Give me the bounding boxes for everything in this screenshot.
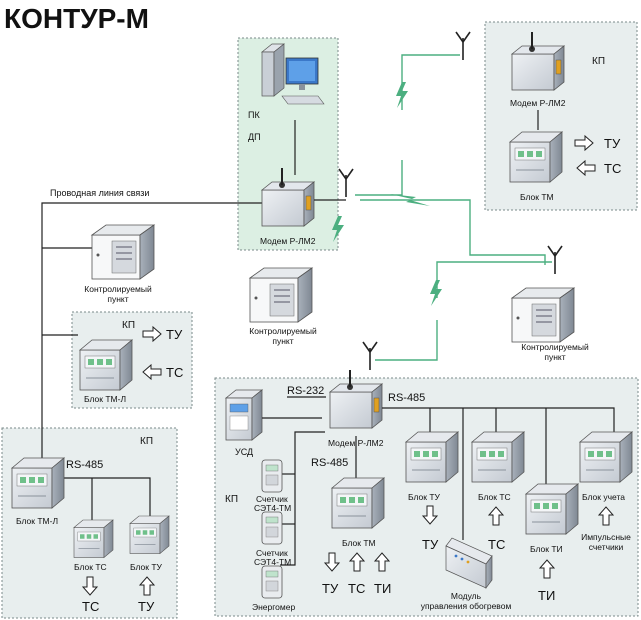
block-tml-bottom-left — [11, 457, 65, 509]
usd-label: УСД — [235, 447, 253, 457]
usd-cabinet — [224, 389, 264, 441]
pc-icon — [261, 43, 325, 105]
signal-tu-label: ТУ — [422, 537, 439, 552]
signal-tu-label: ТУ — [138, 599, 155, 614]
signal-ts-label: ТС — [488, 537, 505, 552]
block-ti-bottom-right-label: Блок ТИ — [530, 544, 563, 554]
signal-ts-label: ТС — [166, 365, 183, 380]
block-tu-bottom-right — [405, 431, 459, 483]
block-tml-mid-left — [79, 339, 133, 391]
impulse-meters-label-line2: счетчики — [589, 542, 624, 552]
meter1-label-line2: СЭТ4-ТМ — [254, 503, 291, 513]
antenna-icon — [362, 341, 378, 371]
block-ts-bottom-left — [73, 519, 114, 558]
block-ts-bottom-left-label: Блок ТС — [74, 562, 107, 572]
block-ts-bottom-right-label: Блок ТС — [478, 492, 511, 502]
rs485-label: RS-485 — [66, 459, 103, 471]
impulse-meters-label-line1: Импульсные — [581, 532, 631, 542]
block-tm-top-right-label: Блок ТМ — [520, 192, 554, 202]
controlled-point-label-line2: пункт — [272, 336, 293, 346]
controlled-point-label-line1: Контролируемый — [84, 284, 152, 294]
signal-ts-label: ТС — [348, 581, 365, 596]
meter-set4tm — [261, 459, 283, 493]
kp-bottom-right-label: КП — [225, 494, 238, 505]
antenna-icon — [338, 168, 354, 198]
block-tm-top-right — [509, 131, 563, 183]
rs485-bus-right — [280, 407, 615, 566]
controlled-point-cabinet — [249, 267, 313, 323]
modem-top-right-label: Модем Р-ЛМ2 — [510, 98, 566, 108]
block-tm-bottom-right-label: Блок ТМ — [342, 538, 376, 548]
wired-lines — [41, 120, 296, 462]
heating-module — [445, 537, 493, 590]
controlled-point-label-line1: Контролируемый — [521, 342, 589, 352]
block-uchet-label: Блок учета — [582, 492, 625, 502]
block-tu-bottom-left-label: Блок ТУ — [130, 562, 163, 572]
block-ts-bottom-right — [471, 431, 525, 483]
heating-module-label-line2: управления обогревом — [421, 601, 512, 611]
energomer-label: Энергомер — [252, 602, 295, 612]
block-tm-bottom-right — [331, 477, 385, 529]
kp-top-right-label: КП — [592, 56, 605, 67]
diagram-title: КОНТУР-М — [4, 3, 149, 34]
signal-ti-label: ТИ — [374, 581, 391, 596]
heating-module-label-line1: Модуль — [451, 591, 482, 601]
meter1-label-line1: Счетчик — [256, 494, 288, 504]
controlled-point-cabinet — [511, 287, 575, 343]
meter2-label-line1: Счетчик — [256, 548, 288, 558]
signal-ti-label: ТИ — [538, 588, 555, 603]
modem-dp-label: Модем Р-ЛМ2 — [260, 236, 316, 246]
rs232-label: RS-232 — [287, 385, 324, 397]
wired-line-label: Проводная линия связи — [50, 188, 149, 198]
rs485-label-2: RS-485 — [311, 457, 348, 469]
controlled-point-cabinet — [91, 224, 155, 280]
signal-tu-label: ТУ — [604, 136, 621, 151]
signal-ts-label: ТС — [82, 599, 99, 614]
signal-ts-label: ТС — [604, 161, 621, 176]
block-tu-bottom-left — [129, 515, 170, 554]
rs485-label: RS-485 — [388, 392, 425, 404]
signal-tu-label: ТУ — [322, 581, 339, 596]
block-ti-bottom-right — [525, 483, 579, 535]
block-uchet — [579, 431, 633, 483]
dp-label: ДП — [248, 132, 261, 142]
antenna-icon — [547, 245, 563, 275]
radio-bolt-icon — [430, 280, 442, 306]
pc-label: ПК — [248, 110, 260, 120]
controlled-point-label-line1: Контролируемый — [249, 326, 317, 336]
controlled-point-label-line2: пункт — [544, 352, 565, 362]
rs485-bus-left — [62, 477, 151, 522]
antenna-icon — [455, 31, 471, 61]
meter2-label-line2: СЭТ4-ТМ — [254, 557, 291, 567]
signal-tu-label: ТУ — [166, 327, 183, 342]
block-tml-bottom-left-label: Блок ТМ-Л — [16, 516, 58, 526]
energomer-meter — [261, 565, 283, 599]
radio-bolt-icon — [390, 194, 430, 206]
controlled-point-label-line2: пункт — [107, 294, 128, 304]
block-tu-bottom-right-label: Блок ТУ — [408, 492, 441, 502]
meter-set4tm — [261, 511, 283, 545]
kp-bottom-left-label: КП — [140, 436, 153, 447]
kp-mid-left-label: КП — [122, 320, 135, 331]
block-tml-mid-left-label: Блок ТМ-Л — [84, 394, 126, 404]
